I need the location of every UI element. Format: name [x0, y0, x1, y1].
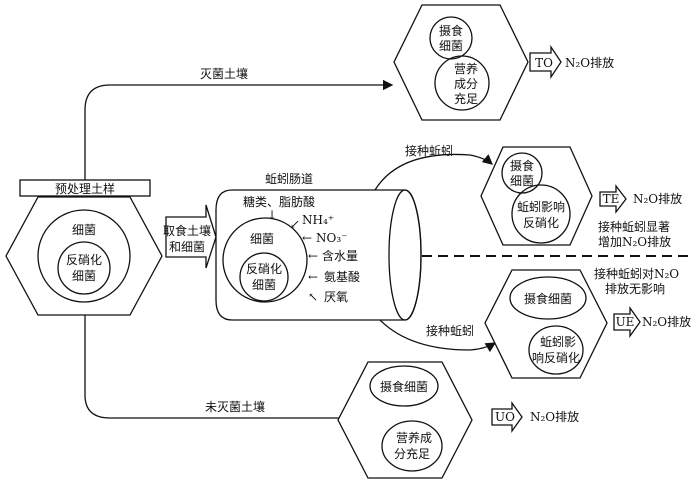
earthworm-gut: 蚯蚓肠道 糖类、脂肪酸 ↓ 细菌 反硝化 细菌 ↙ NH₄⁺ ← NO₃⁻ ← 含…: [215, 171, 422, 321]
inoculate-bottom-label: 接种蚯蚓: [426, 323, 474, 338]
svg-text:摄食细菌: 摄食细菌: [524, 291, 572, 306]
sterile-label: 灭菌土壤: [200, 66, 248, 81]
uo-emission: UO N₂O排放: [491, 400, 579, 434]
svg-text:反硝化: 反硝化: [246, 262, 282, 276]
svg-text:充足: 充足: [454, 91, 478, 106]
svg-text:细菌: 细菌: [250, 232, 274, 246]
svg-text:↓: ↓: [267, 208, 277, 222]
svg-text:细菌: 细菌: [72, 223, 96, 237]
te-emission: TE N₂O排放: [599, 184, 682, 214]
svg-text:←: ←: [308, 270, 318, 284]
pretreat-soil: 预处理土样 细菌 反硝化 细菌: [5, 179, 163, 316]
svg-text:响反硝化: 响反硝化: [532, 350, 580, 365]
hex-ue: 摄食细菌 蚯蚓影 响反硝化: [484, 269, 608, 379]
sterile-path: [84, 79, 394, 183]
svg-text:N₂O排放: N₂O排放: [530, 409, 579, 424]
svg-text:营养: 营养: [454, 61, 478, 76]
ue-emission: UE N₂O排放: [613, 305, 691, 339]
svg-text:糖类、脂肪酸: 糖类、脂肪酸: [243, 194, 315, 209]
to-emission: TO N₂O排放: [529, 44, 614, 80]
svg-text:←: ←: [302, 231, 312, 245]
svg-text:NO₃⁻: NO₃⁻: [316, 231, 347, 245]
svg-text:细菌: 细菌: [439, 39, 463, 53]
svg-text:厌氧: 厌氧: [324, 290, 348, 304]
hex-te: 摄食 细菌 蚯蚓影响 反硝化: [480, 146, 593, 246]
svg-text:细菌: 细菌: [72, 269, 96, 283]
inoculate-top-arc: [374, 153, 493, 191]
svg-text:和细菌: 和细菌: [169, 240, 205, 254]
svg-text:分充足: 分充足: [394, 446, 430, 461]
svg-text:TO: TO: [535, 56, 553, 70]
svg-text:↖: ↖: [308, 290, 318, 304]
svg-text:预处理土样: 预处理土样: [55, 181, 115, 196]
hex-uo: 摄食细菌 营养成 分充足: [337, 361, 473, 479]
svg-text:取食土壤: 取食土壤: [163, 223, 211, 238]
unsterile-label: 未灭菌土壤: [205, 399, 265, 414]
svg-text:营养成: 营养成: [396, 430, 432, 445]
svg-text:蚯蚓肠道: 蚯蚓肠道: [265, 171, 313, 186]
feed-arrow: 取食土壤 和细菌: [163, 204, 217, 269]
te-note-1: 接种蚯蚓显著: [598, 219, 670, 234]
svg-text:UE: UE: [616, 315, 635, 329]
svg-text:摄食: 摄食: [439, 23, 463, 38]
svg-text:NH₄⁺: NH₄⁺: [302, 213, 334, 227]
svg-text:UO: UO: [495, 410, 515, 424]
inoculate-top-label: 接种蚯蚓: [405, 143, 453, 158]
svg-text:成分: 成分: [454, 77, 478, 91]
hex-to: 摄食 细菌 营养 成分 充足: [393, 4, 529, 121]
te-note-2: 增加N₂O排放: [598, 234, 671, 249]
inoculate-bottom-arc: [379, 319, 497, 353]
svg-text:摄食细菌: 摄食细菌: [380, 379, 428, 394]
svg-text:反硝化: 反硝化: [523, 216, 559, 230]
svg-text:N₂O排放: N₂O排放: [642, 314, 691, 329]
svg-text:摄食: 摄食: [510, 158, 534, 173]
svg-text:蚯蚓影: 蚯蚓影: [540, 334, 576, 349]
ue-note-2: 排放无影响: [605, 281, 665, 296]
svg-text:TE: TE: [603, 192, 620, 206]
svg-text:细菌: 细菌: [252, 278, 276, 292]
svg-text:反硝化: 反硝化: [66, 253, 102, 267]
unsterile-path: [84, 315, 360, 424]
svg-text:蚯蚓影响: 蚯蚓影响: [517, 199, 565, 214]
ue-note-1: 接种蚯蚓对N₂O: [594, 266, 679, 281]
svg-text:含水量: 含水量: [322, 248, 358, 263]
svg-text:←: ←: [308, 249, 318, 263]
svg-text:N₂O排放: N₂O排放: [633, 191, 682, 206]
svg-text:氨基酸: 氨基酸: [324, 269, 360, 284]
svg-text:细菌: 细菌: [510, 174, 534, 188]
svg-text:N₂O排放: N₂O排放: [565, 55, 614, 70]
svg-text:↙: ↙: [290, 217, 300, 231]
